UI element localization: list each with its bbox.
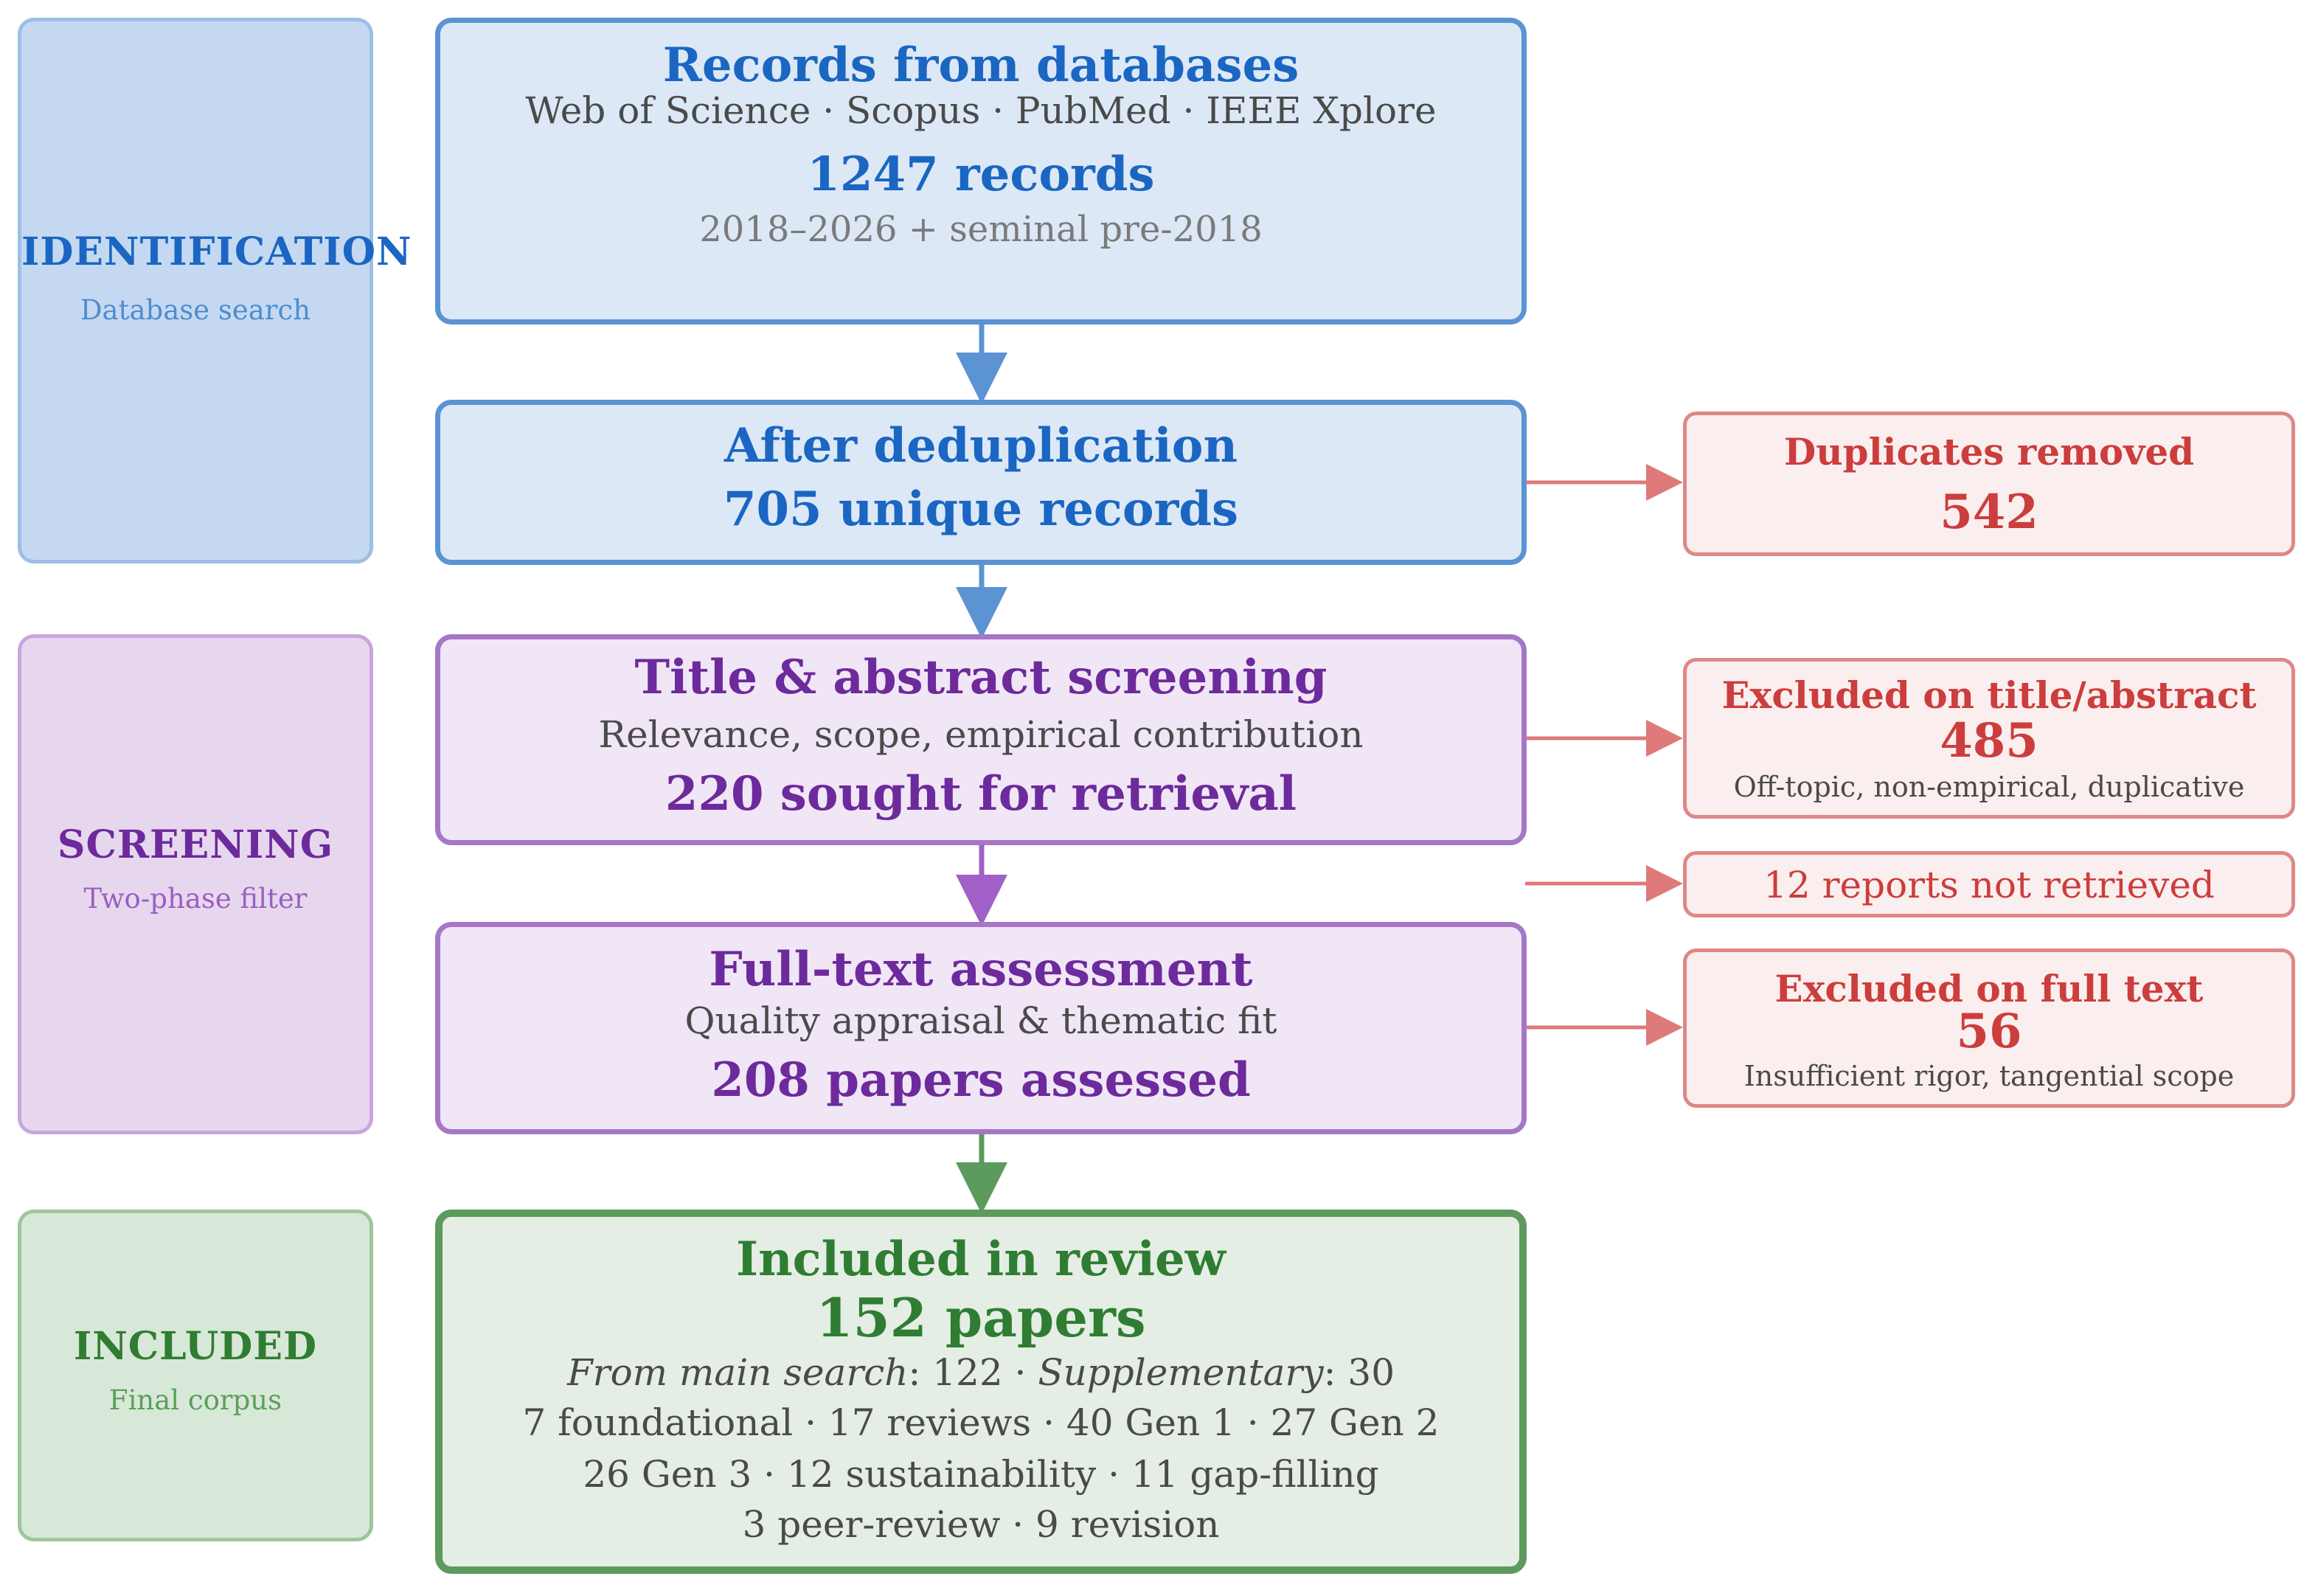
fulltext-box: Full-text assessment Quality appraisal &… <box>435 922 1527 1134</box>
box-title: Records from databases <box>662 38 1299 93</box>
stage-screening: SCREENING Two-phase filter <box>18 634 373 1134</box>
included-breakdown-line3: 26 Gen 3 · 12 sustainability · 11 gap-fi… <box>583 1453 1379 1496</box>
dedup-box: After deduplication 705 unique records <box>435 400 1527 565</box>
included-breakdown-line2: 7 foundational · 17 reviews · 40 Gen 1 ·… <box>522 1401 1440 1444</box>
box-criteria: Relevance, scope, empirical contribution <box>598 713 1364 756</box>
exclusion-title: Excluded on full text <box>1774 967 2204 1010</box>
exclusion-count: 542 <box>1940 485 2038 540</box>
exclusion-title: Duplicates removed <box>1783 430 2195 473</box>
exclusion-reason: Insufficient rigor, tangential scope <box>1743 1060 2235 1092</box>
stage-identification: IDENTIFICATION Database search <box>18 18 412 563</box>
included-breakdown-line4: 3 peer-review · 9 revision <box>742 1503 1220 1546</box>
box-title: After deduplication <box>724 418 1238 473</box>
stage-included: INCLUDED Final corpus <box>18 1210 373 1541</box>
excluded-full-text-box: Excluded on full text 56 Insufficient ri… <box>1683 948 2295 1108</box>
box-count: 152 papers <box>816 1286 1146 1349</box>
exclusion-title: Excluded on title/abstract <box>1721 673 2257 717</box>
records-box: Records from databases Web of Science · … <box>435 18 1527 325</box>
included-box: Included in review 152 papers From main … <box>435 1210 1527 1574</box>
exclusion-count: 56 <box>1956 1004 2022 1059</box>
excluded-title-abstract-box: Excluded on title/abstract 485 Off-topic… <box>1683 658 2295 819</box>
box-count: 208 papers assessed <box>711 1052 1251 1108</box>
supplementary-label: Supplementary <box>1038 1351 1324 1394</box>
box-count: 705 unique records <box>723 482 1239 537</box>
supplementary-value: : 30 <box>1323 1351 1395 1394</box>
box-title: Included in review <box>736 1232 1226 1287</box>
box-criteria: Quality appraisal & thematic fit <box>684 999 1277 1042</box>
box-sources: Web of Science · Scopus · PubMed · IEEE … <box>525 89 1437 132</box>
stage-subtitle: Two-phase filter <box>83 883 308 915</box>
stage-subtitle: Final corpus <box>108 1384 282 1416</box>
stage-title: SCREENING <box>57 822 334 867</box>
stage-subtitle: Database search <box>80 294 311 326</box>
screening-box: Title & abstract screening Relevance, sc… <box>435 634 1527 845</box>
box-range: 2018–2026 + seminal pre-2018 <box>699 209 1263 250</box>
main-search-label: From main search <box>566 1351 909 1394</box>
box-title: Title & abstract screening <box>634 650 1328 705</box>
box-count: 220 sought for retrieval <box>664 766 1297 822</box>
exclusion-reason: Off-topic, non-empirical, duplicative <box>1733 771 2245 803</box>
duplicates-box: Duplicates removed 542 <box>1683 412 2295 556</box>
stage-title: IDENTIFICATION <box>21 229 412 274</box>
not-retrieved-box: 12 reports not retrieved <box>1683 851 2295 917</box>
not-retrieved-text: 12 reports not retrieved <box>1763 864 2215 906</box>
stage-title: INCLUDED <box>73 1324 318 1369</box>
box-count: 1247 records <box>807 147 1155 202</box>
included-breakdown-main: From main search: 122 · Supplementary: 3… <box>443 1351 1519 1394</box>
box-title: Full-text assessment <box>709 942 1253 997</box>
exclusion-count: 485 <box>1940 713 2038 768</box>
main-search-value: : 122 · <box>908 1351 1038 1394</box>
